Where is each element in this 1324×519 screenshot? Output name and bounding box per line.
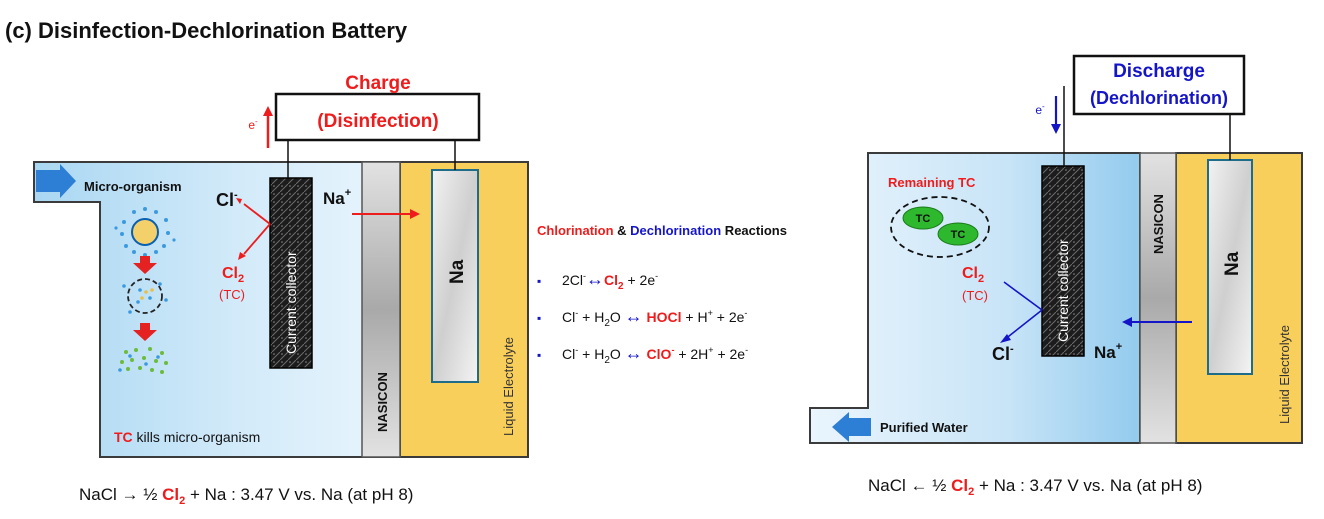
reactions-heading: Chlorination & Dechlorination Reactions xyxy=(537,223,787,238)
electron-down-arrowhead-icon xyxy=(1051,124,1061,134)
right-cell: Discharge (Dechlorination) e- Remaining … xyxy=(809,54,1303,498)
right-cl2-label: Cl2 xyxy=(962,265,984,285)
reactions-panel: Chlorination & Dechlorination Reactions … xyxy=(537,223,787,366)
remaining-tc-label: Remaining TC xyxy=(888,175,976,190)
right-cl-arrow-icon xyxy=(1003,309,1043,341)
reaction-2-bullet: ▪ xyxy=(537,311,541,325)
outlet-arrow-icon xyxy=(832,412,871,442)
na-ion-arrowhead-icon xyxy=(410,209,420,219)
left-cl-ion: Cl- xyxy=(216,189,238,210)
cl-arrowhead-up-icon xyxy=(236,198,242,204)
discharge-box xyxy=(1072,54,1246,116)
right-equation: NaCl ← ½ Cl2 + Na : 3.47 V vs. Na (at pH… xyxy=(868,476,1202,498)
remaining-tc-group xyxy=(890,196,990,258)
left-na-electrode-label: Na xyxy=(447,259,468,284)
tc-kills-label: TC kills micro-organism xyxy=(114,429,260,445)
right-tc-label: (TC) xyxy=(962,288,988,303)
left-equation: NaCl → ½ Cl2 + Na : 3.47 V vs. Na (at pH… xyxy=(79,485,413,507)
right-electron-label: e- xyxy=(1035,102,1045,117)
reaction-1: 2Cl-↔Cl2 + 2e- xyxy=(562,269,658,292)
cl-arrowhead-down-icon xyxy=(238,252,246,260)
left-na-electrode xyxy=(431,169,479,383)
process-arrow-1-icon xyxy=(133,256,157,274)
inlet-arrow-icon xyxy=(36,164,76,198)
tc-1-label: TC xyxy=(916,213,931,225)
right-na-electrode-label: Na xyxy=(1222,251,1243,276)
reaction-1-bullet: ▪ xyxy=(537,274,541,288)
right-electrolyte-label: Liquid Electrolyte xyxy=(1277,325,1292,424)
left-nasicon-label: NASICON xyxy=(375,372,390,432)
right-na-ion-arrowhead-icon xyxy=(1122,317,1132,327)
right-cl-ion: Cl- xyxy=(992,343,1014,364)
micro-organism-damaged-icon xyxy=(122,278,168,314)
left-nasicon-membrane xyxy=(361,161,401,458)
left-electron-label: e- xyxy=(248,117,258,132)
inlet-label: Micro-organism xyxy=(84,179,182,194)
reaction-2: Cl- + H2O ↔ HOCl + H+ + 2e- xyxy=(562,306,747,329)
left-na-ion: Na+ xyxy=(323,187,351,208)
left-electrolyte-label: Liquid Electrolyte xyxy=(501,337,516,436)
right-nasicon-membrane xyxy=(1139,152,1177,444)
left-tc-label: (TC) xyxy=(219,287,245,302)
left-cl2-label: Cl2 xyxy=(222,265,244,285)
disinfection-label: (Disinfection) xyxy=(317,111,438,132)
discharge-label: Discharge xyxy=(1113,61,1205,82)
right-current-collector xyxy=(1041,165,1085,357)
process-arrow-2-icon xyxy=(133,323,157,341)
micro-organism-dead-icon xyxy=(118,347,168,374)
charge-label: Charge xyxy=(345,73,410,94)
micro-organism-alive-icon xyxy=(114,207,176,257)
tc-molecule-2-icon xyxy=(937,222,979,246)
right-collector-label: Current collector xyxy=(1055,239,1071,342)
tc-2-label: TC xyxy=(951,229,966,241)
right-na-ion: Na+ xyxy=(1094,341,1122,362)
cl-arrow-up-icon xyxy=(243,203,271,225)
outlet-label: Purified Water xyxy=(880,420,968,435)
tc-molecule-1-icon xyxy=(902,206,944,230)
dechlorination-label: (Dechlorination) xyxy=(1090,88,1228,108)
reaction-3: Cl- + H2O ↔ ClO- + 2H+ + 2e- xyxy=(562,343,748,366)
cl-arrow-down-icon xyxy=(243,223,271,255)
reaction-3-bullet: ▪ xyxy=(537,348,541,362)
right-cl-arrowhead-icon xyxy=(1000,334,1011,343)
right-nasicon-label: NASICON xyxy=(1151,194,1166,254)
electron-up-arrowhead-icon xyxy=(263,106,273,116)
left-cell: Charge (Disinfection) e- Micro-organism … xyxy=(33,73,529,507)
right-cl2-arrow-icon xyxy=(1003,281,1043,311)
charge-box xyxy=(274,92,481,142)
figure-title: (c) Disinfection-Dechlorination Battery xyxy=(5,18,408,43)
left-collector-label: Current collector xyxy=(283,251,299,354)
left-current-collector xyxy=(269,177,313,369)
